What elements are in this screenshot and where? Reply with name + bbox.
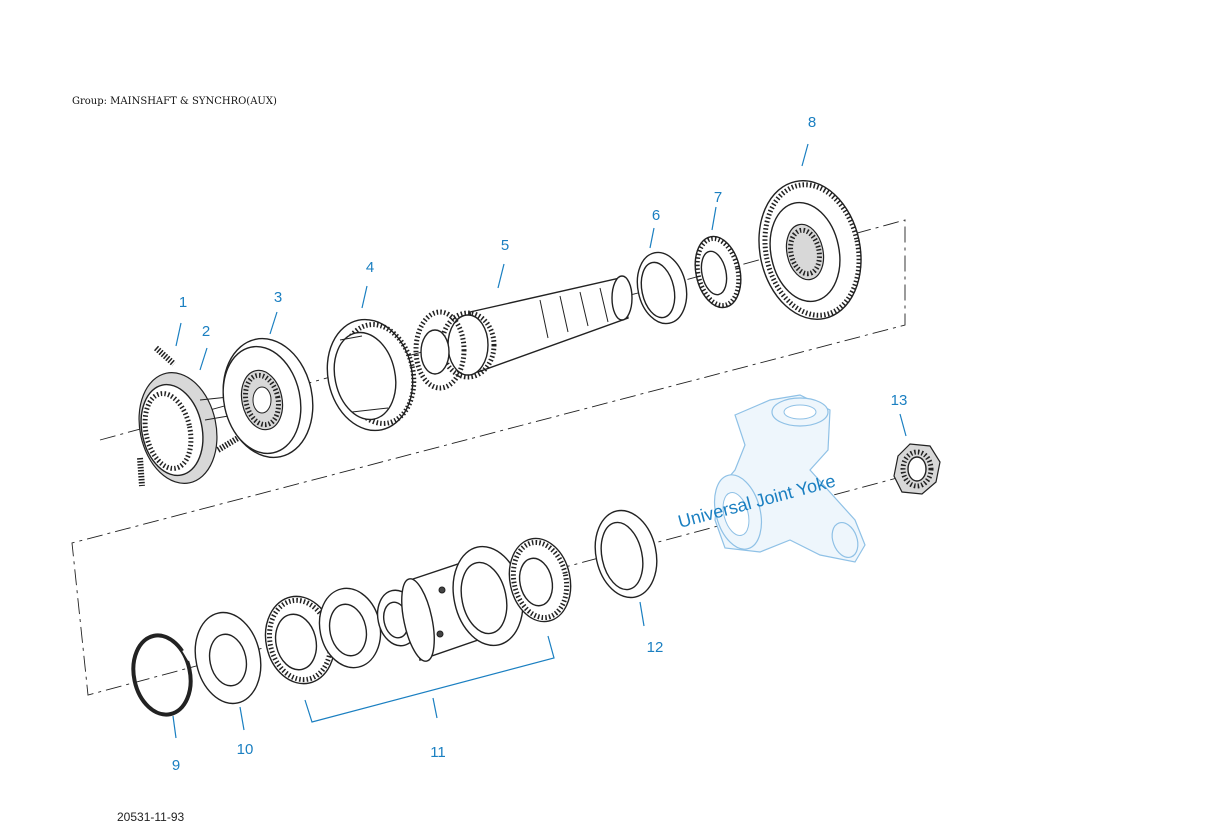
- part-8-large-gear: [758, 180, 862, 320]
- part-12-bearing-cup: [594, 509, 658, 599]
- leader-6: [649, 227, 655, 249]
- callout-6: 6: [652, 207, 660, 224]
- callout-3: 3: [274, 289, 282, 306]
- part-7-small-gear: [694, 235, 742, 309]
- leader-1: [175, 322, 182, 347]
- leader-10: [239, 706, 245, 731]
- callout-numbers: 1 2 3 4 5 6 7 8 9 10 11 12 13: [172, 114, 908, 774]
- callout-10: 10: [237, 741, 254, 758]
- figure-id: 20531-11-93: [117, 810, 185, 824]
- leader-8: [801, 143, 809, 167]
- part-1-springs: [137, 345, 240, 487]
- group-label: Group: MAINSHAFT & SYNCHRO(AUX): [72, 96, 277, 107]
- part-10-washer: [194, 611, 262, 705]
- leader-4: [361, 285, 368, 309]
- part-9-snap-ring: [131, 633, 193, 717]
- leader-3: [269, 311, 278, 335]
- universal-joint-yoke: Universal Joint Yoke: [676, 394, 866, 563]
- part-13-hex-nut: [893, 443, 941, 495]
- callout-5: 5: [501, 237, 509, 254]
- leader-13: [899, 413, 907, 437]
- callout-11: 11: [430, 744, 446, 761]
- part-2-synchro-ring: [138, 372, 241, 484]
- callout-1: 1: [179, 294, 187, 311]
- bracket-11: [304, 635, 555, 723]
- leader-11: [432, 697, 438, 719]
- part-5-mainshaft: [413, 275, 633, 391]
- leader-9: [172, 715, 177, 739]
- part-4-synchro: [326, 318, 417, 432]
- part-3-sliding-clutch: [222, 337, 314, 459]
- callout-8: 8: [808, 114, 816, 131]
- leader-12: [639, 601, 645, 627]
- callout-2: 2: [202, 323, 210, 340]
- callout-9: 9: [172, 757, 180, 774]
- callout-12: 12: [647, 639, 664, 656]
- part-6-washer: [636, 251, 688, 325]
- part-11-bearing-set: [264, 537, 572, 685]
- callout-leaders: [172, 143, 907, 739]
- leader-7: [711, 206, 717, 231]
- callout-4: 4: [366, 259, 374, 276]
- leader-2: [199, 347, 208, 371]
- callout-7: 7: [714, 189, 722, 206]
- leader-5: [497, 263, 505, 289]
- callout-13: 13: [891, 392, 908, 409]
